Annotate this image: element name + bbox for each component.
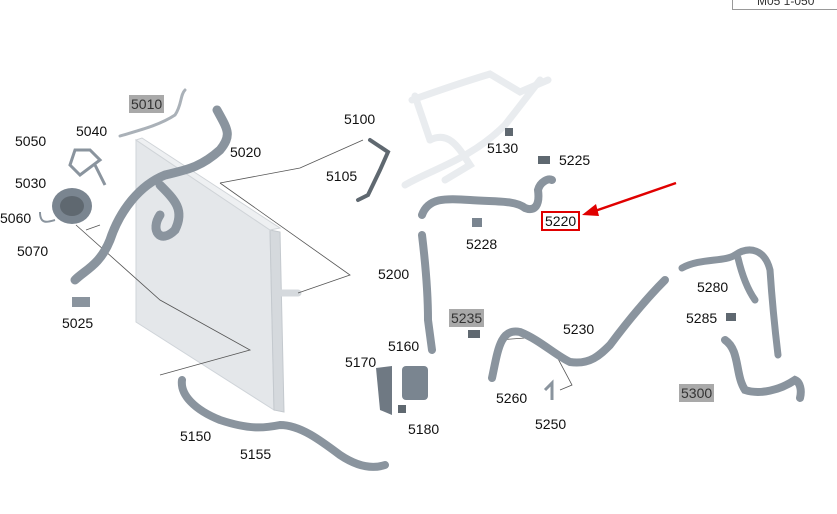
label-5150: 5150 (180, 428, 212, 444)
pump-5030 (52, 188, 92, 224)
hose-5220 (418, 175, 556, 219)
bracket-5050 (68, 148, 107, 186)
ghost-hose (401, 70, 552, 189)
hose-5300 (721, 336, 805, 402)
label-5040: 5040 (76, 123, 108, 139)
part-5228 (472, 218, 482, 227)
hose-5230 (488, 276, 669, 382)
bracket-5250 (543, 379, 554, 400)
radiator (134, 137, 302, 413)
label-5280: 5280 (697, 279, 729, 295)
hose-5150 (177, 376, 389, 471)
leader-lines (75, 139, 573, 391)
label-5155: 5155 (240, 446, 272, 462)
label-5235: 5235 (449, 309, 485, 327)
label-5070: 5070 (17, 243, 49, 259)
label-5230: 5230 (563, 321, 595, 337)
label-5020: 5020 (230, 144, 262, 160)
label-5285: 5285 (686, 310, 718, 326)
hose-5010 (118, 88, 187, 138)
hose-5020 (70, 105, 232, 285)
fitting-5025 (72, 297, 90, 307)
hose-5280 (678, 246, 782, 359)
label-5170: 5170 (345, 354, 377, 370)
label-5250: 5250 (535, 416, 567, 432)
part-5235 (468, 330, 480, 338)
label-5225: 5225 (559, 152, 591, 168)
highlight-arrow (582, 181, 677, 216)
label-5300: 5300 (679, 384, 715, 402)
label-5130: 5130 (487, 140, 519, 156)
label-5200: 5200 (378, 266, 410, 282)
label-5180: 5180 (408, 421, 440, 437)
part-5285 (726, 313, 736, 321)
label-5160: 5160 (388, 338, 420, 354)
label-5010: 5010 (129, 95, 165, 113)
label-5260: 5260 (496, 390, 528, 406)
label-5228: 5228 (466, 236, 498, 252)
valve-assembly (376, 366, 428, 415)
part-5225 (538, 156, 550, 164)
label-5060: 5060 (0, 210, 32, 226)
label-5220: 5220 (541, 211, 581, 231)
diagram-reference-stamp: M05 1-050 (732, 0, 837, 10)
hose-5060 (39, 211, 56, 223)
part-5130 (505, 128, 513, 136)
label-5100: 5100 (344, 111, 376, 127)
hose-5100 (356, 138, 391, 202)
label-5025: 5025 (62, 315, 94, 331)
label-5050: 5050 (15, 133, 47, 149)
label-5105: 5105 (326, 168, 358, 184)
hose-5200 (418, 231, 436, 354)
label-5030: 5030 (15, 175, 47, 191)
